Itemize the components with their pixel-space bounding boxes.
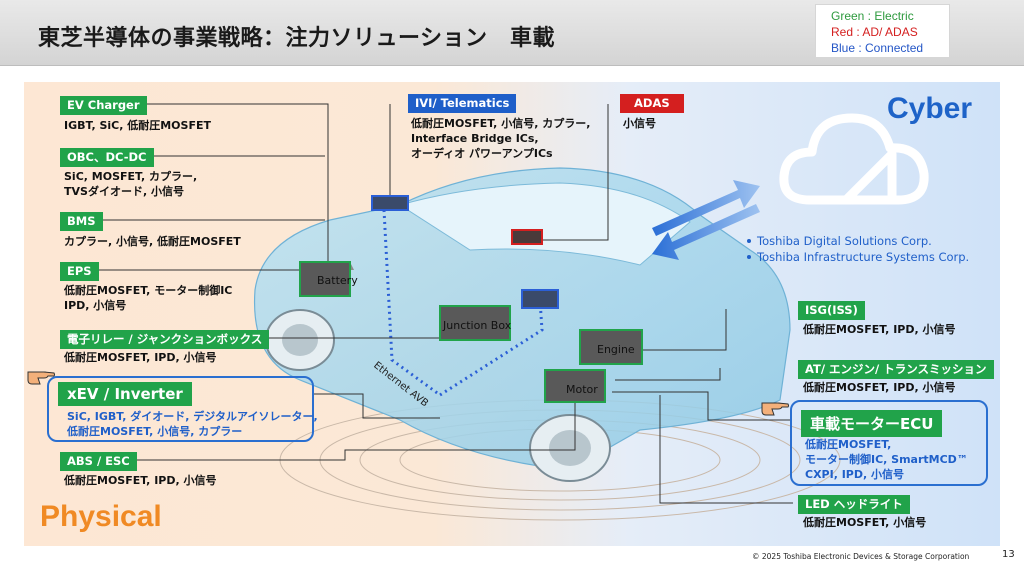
desc-obc-dcdc: SiC, MOSFET, カプラー, TVSダイオード, 小信号 — [64, 170, 198, 198]
cyber-heading: Cyber — [887, 92, 973, 125]
bullet-icon — [747, 239, 751, 243]
label-xev-inverter: xEV / Inverter — [58, 382, 192, 406]
copyright-footer: © 2025 Toshiba Electronic Devices & Stor… — [752, 552, 970, 561]
color-legend: Green : Electric Red : AD/ ADAS Blue : C… — [815, 4, 950, 58]
battery-label: Battery — [317, 274, 358, 287]
label-bms: BMS — [60, 212, 103, 231]
adas-ecu-box — [511, 229, 543, 245]
bullet-icon — [747, 255, 751, 259]
desc-bms: カプラー, 小信号, 低耐圧MOSFET — [64, 235, 241, 248]
label-motor-ecu: 車載モーターECU — [801, 410, 943, 437]
desc-led-headlight: 低耐圧MOSFET, 小信号 — [803, 516, 927, 529]
legend-adas: Red : AD/ ADAS — [831, 25, 918, 39]
page-title: 東芝半導体の事業戦略：注力ソリューション 車載 — [38, 26, 556, 51]
battery-box — [299, 261, 354, 297]
physical-heading: Physical — [40, 500, 162, 533]
connected-ecu-box — [521, 289, 559, 309]
cyber-physical-arrows-icon — [652, 180, 760, 260]
pointing-hand-icon — [27, 371, 55, 385]
label-isg: ISG(ISS) — [798, 301, 865, 320]
junction-box-label: Junction Box — [443, 319, 512, 332]
label-adas: ADAS — [620, 94, 684, 113]
label-obc-dcdc: OBC、DC-DC — [60, 148, 154, 167]
label-abs-esc: ABS / ESC — [60, 452, 137, 471]
ivi-ecu-box — [371, 195, 409, 211]
motor-box — [544, 369, 606, 403]
label-at-engine-transmission: AT/ エンジン/ トランスミッション — [798, 360, 994, 379]
page-number: 13 — [1002, 549, 1015, 560]
label-ev-charger: EV Charger — [60, 96, 147, 115]
xev-inverter-highlight — [47, 376, 314, 442]
desc-ivi-telematics: 低耐圧MOSFET, 小信号, カプラー, Interface Bridge I… — [411, 117, 591, 160]
legend-connected: Blue : Connected — [831, 41, 924, 55]
desc-adas: 小信号 — [623, 117, 656, 130]
label-led-headlight: LED ヘッドライト — [798, 495, 910, 514]
engine-label: Engine — [597, 343, 635, 356]
desc-ev-charger: IGBT, SiC, 低耐圧MOSFET — [64, 119, 211, 132]
pointing-hand-icon — [761, 402, 789, 416]
car-body — [253, 167, 791, 482]
legend-electric: Green : Electric — [831, 9, 914, 23]
desc-motor-ecu: 低耐圧MOSFET, モーター制御IC, SmartMCD™ CXPI, IPD… — [805, 438, 968, 481]
label-eps: EPS — [60, 262, 99, 281]
motor-label: Motor — [566, 383, 598, 396]
corp-infrastructure-systems: Toshiba Infrastructure Systems Corp. — [757, 250, 970, 264]
motor-ecu-highlight — [790, 400, 988, 486]
label-junction-box: 電子リレー / ジャンクションボックス — [60, 330, 270, 349]
desc-at-engine-transmission: 低耐圧MOSFET, IPD, 小信号 — [803, 381, 956, 394]
desc-abs-esc: 低耐圧MOSFET, IPD, 小信号 — [64, 474, 217, 487]
leader-lines — [98, 103, 793, 504]
desc-junction-box: 低耐圧MOSFET, IPD, 小信号 — [64, 351, 217, 364]
ethernet-avb-line — [382, 209, 544, 397]
desc-isg: 低耐圧MOSFET, IPD, 小信号 — [803, 323, 956, 336]
junction-box — [439, 305, 511, 341]
desc-xev-inverter: SiC, IGBT, ダイオード, デジタルアイソレーター, 低耐圧MOSFET… — [67, 410, 318, 438]
label-ivi-telematics: IVI/ Telematics — [408, 94, 517, 113]
desc-eps: 低耐圧MOSFET, モーター制御IC IPD, 小信号 — [64, 284, 233, 312]
engine-box — [579, 329, 643, 365]
cloud-icon — [779, 113, 929, 205]
corp-digital-solutions: Toshiba Digital Solutions Corp. — [757, 234, 932, 248]
